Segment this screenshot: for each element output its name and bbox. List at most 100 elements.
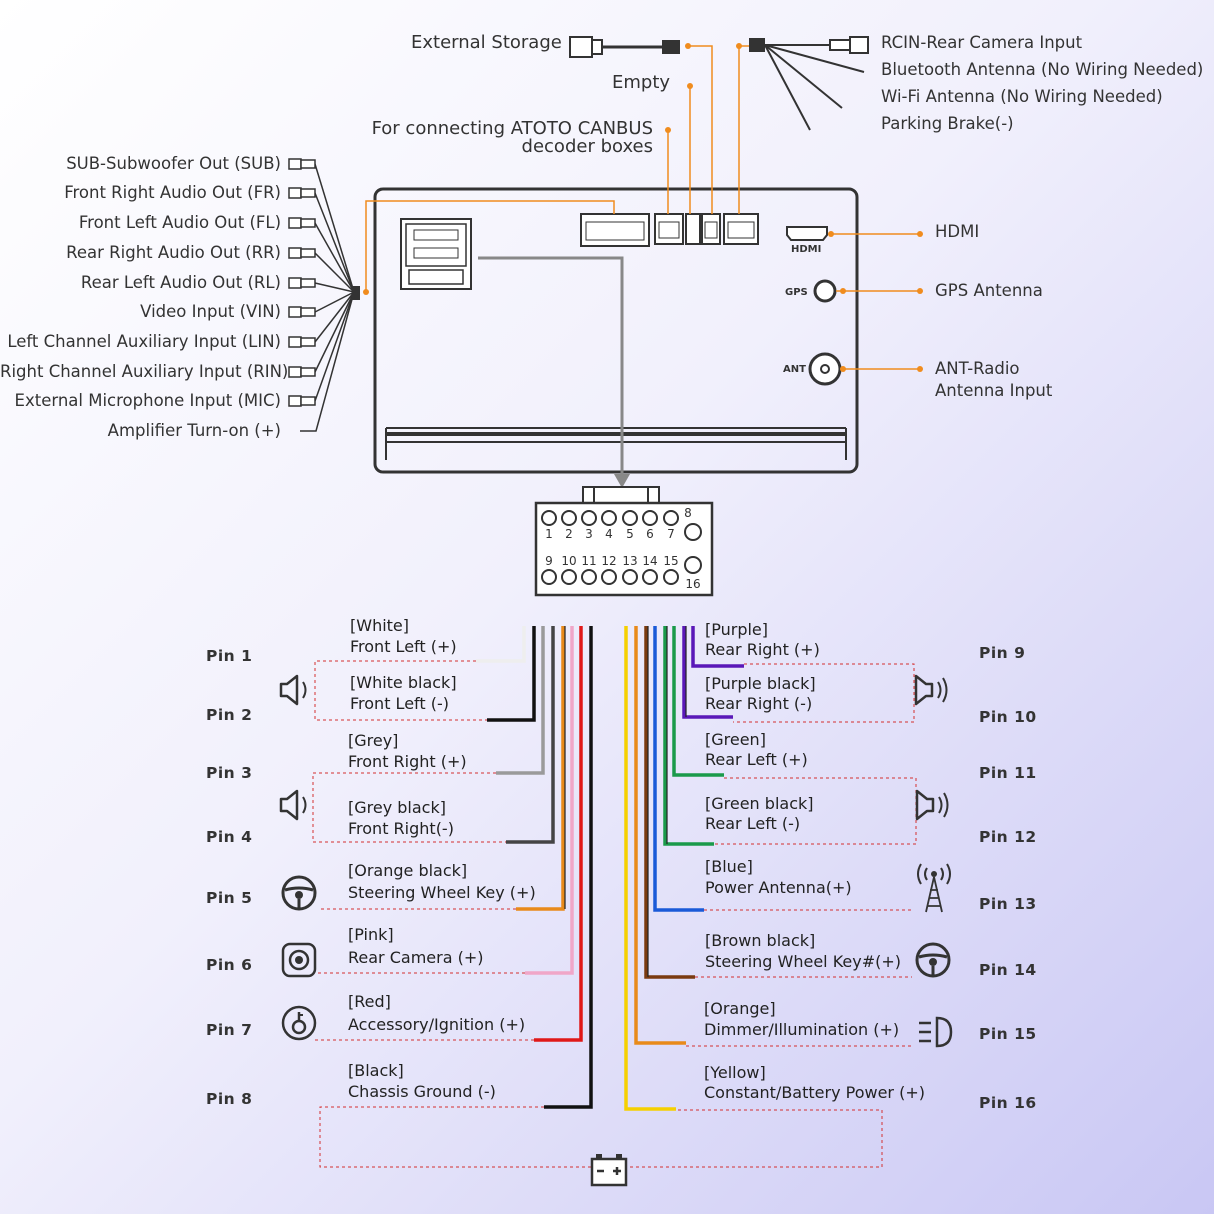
rca-label: Front Left Audio Out (FL) — [78, 213, 281, 232]
rca-label: Video Input (VIN) — [140, 302, 281, 321]
pin-hole — [684, 523, 702, 541]
dashed-outline — [733, 663, 915, 723]
pin-number-label: Pin 14 — [979, 961, 1037, 979]
rca-plug-icon — [288, 277, 316, 289]
label-ant-2: Antenna Input — [935, 381, 1053, 400]
rca-plug-icon — [288, 187, 316, 199]
pin-number: 15 — [663, 554, 679, 568]
speaker-icon — [914, 674, 948, 706]
pin-number: 8 — [684, 506, 692, 520]
wire-pin-9 — [691, 626, 744, 668]
wire-pin-7 — [534, 626, 583, 1042]
rca-plug-icon — [288, 395, 316, 407]
pin-number: 9 — [545, 554, 553, 568]
label-wifi: Wi-Fi Antenna (No Wiring Needed) — [881, 87, 1163, 106]
wire-color-label: [Red] — [348, 992, 391, 1011]
wire-pin-2 — [487, 626, 536, 722]
wire-pin-16 — [624, 626, 676, 1111]
hdmi-port — [786, 226, 828, 241]
label-rcin: RCIN-Rear Camera Input — [881, 33, 1083, 52]
wire-pin-8 — [544, 626, 593, 1109]
rca-label: Left Channel Auxiliary Input (LIN) — [7, 332, 281, 351]
wire-color-label: [Pink] — [348, 925, 394, 944]
wire-function-label: Front Right (+) — [348, 752, 467, 771]
pin-number: 7 — [667, 527, 675, 541]
pin-number-label: Pin 12 — [979, 828, 1037, 846]
speaker-icon — [279, 789, 307, 821]
label-canbus-2: decoder boxes — [521, 136, 653, 157]
camera-icon — [281, 942, 317, 978]
pin-number-label: Pin 2 — [206, 706, 253, 724]
wire-pin-6 — [525, 626, 574, 975]
pin-hole — [601, 569, 617, 585]
pin-number: 12 — [601, 554, 617, 568]
pin-number: 4 — [605, 527, 613, 541]
wire-color-label: [White black] — [350, 673, 457, 692]
label-parking: Parking Brake(-) — [881, 114, 1014, 133]
pin-hole — [622, 569, 638, 585]
wire-function-label: Rear Left (-) — [705, 814, 801, 833]
unit-gps-text: GPS — [785, 287, 808, 298]
pin-number-label: Pin 11 — [979, 764, 1037, 782]
steering-wheel-icon — [281, 875, 317, 911]
rca-label: Rear Right Audio Out (RR) — [66, 243, 281, 262]
rca-plug-icon — [288, 158, 316, 170]
pin-hole — [541, 510, 557, 526]
pin-number-label: Pin 1 — [206, 647, 253, 665]
pin-hole — [541, 569, 557, 585]
pin-number: 5 — [626, 527, 634, 541]
ignition-key-icon — [281, 1005, 317, 1041]
label-bluetooth: Bluetooth Antenna (No Wiring Needed) — [881, 60, 1204, 79]
headlight-icon — [919, 1016, 953, 1048]
speaker-icon — [279, 674, 307, 706]
wire-color-label: [Blue] — [705, 857, 753, 876]
pin-hole — [622, 510, 638, 526]
pin-number: 3 — [585, 527, 593, 541]
antenna-tower-icon — [917, 863, 951, 913]
pin-number-label: Pin 16 — [979, 1094, 1037, 1112]
wire-color-label: [Green] — [705, 730, 766, 749]
pin-number-label: Pin 5 — [206, 889, 253, 907]
wire-pin-15 — [634, 626, 686, 1045]
pin-number-label: Pin 3 — [206, 764, 253, 782]
wire-pin-13 — [653, 626, 704, 912]
gps-port — [813, 279, 837, 303]
wire-color-label: [Purple] — [705, 620, 769, 639]
pin-hole — [684, 556, 702, 574]
wire-pin-3 — [496, 626, 545, 775]
rca-plug-icon — [288, 217, 316, 229]
pin-number-label: Pin 15 — [979, 1025, 1037, 1043]
ant-port — [808, 352, 842, 386]
wire-function-label: Rear Right (-) — [705, 694, 813, 713]
wire-function-label: Front Left (+) — [350, 637, 457, 656]
wire-color-label: [Grey] — [348, 731, 399, 750]
usb-cable — [569, 36, 603, 58]
rca-label: Right Channel Auxiliary Input (RIN) — [0, 362, 289, 381]
wire-function-label: Rear Camera (+) — [348, 948, 484, 967]
wire-function-label: Power Antenna(+) — [705, 878, 852, 897]
label-empty: Empty — [612, 72, 671, 93]
pin-number-label: Pin 7 — [206, 1021, 253, 1039]
pin-hole — [561, 510, 577, 526]
pin-number: 16 — [685, 577, 701, 591]
wire-color-label: [Black] — [348, 1061, 404, 1080]
dashed-outline — [312, 772, 506, 843]
pin-hole — [561, 569, 577, 585]
unit-ant-text: ANT — [783, 364, 806, 375]
pin-number: 10 — [561, 554, 577, 568]
wire-function-label: Front Right(-) — [348, 819, 454, 838]
pin-number: 14 — [642, 554, 658, 568]
wire-color-label: [Purple black] — [705, 674, 816, 693]
pin-hole — [581, 569, 597, 585]
pin-hole — [642, 569, 658, 585]
wire-function-label: Rear Right (+) — [705, 640, 820, 659]
pin-hole — [581, 510, 597, 526]
rca-label: Front Right Audio Out (FR) — [64, 183, 281, 202]
rca-plug-icon — [288, 336, 316, 348]
rca-label: External Microphone Input (MIC) — [14, 391, 281, 410]
rca-plug-icon — [288, 306, 316, 318]
wire-function-label: Front Left (-) — [350, 694, 449, 713]
wire-function-label: Rear Left (+) — [705, 750, 808, 769]
wire-color-label: [Orange black] — [348, 861, 468, 880]
pin-hole — [601, 510, 617, 526]
